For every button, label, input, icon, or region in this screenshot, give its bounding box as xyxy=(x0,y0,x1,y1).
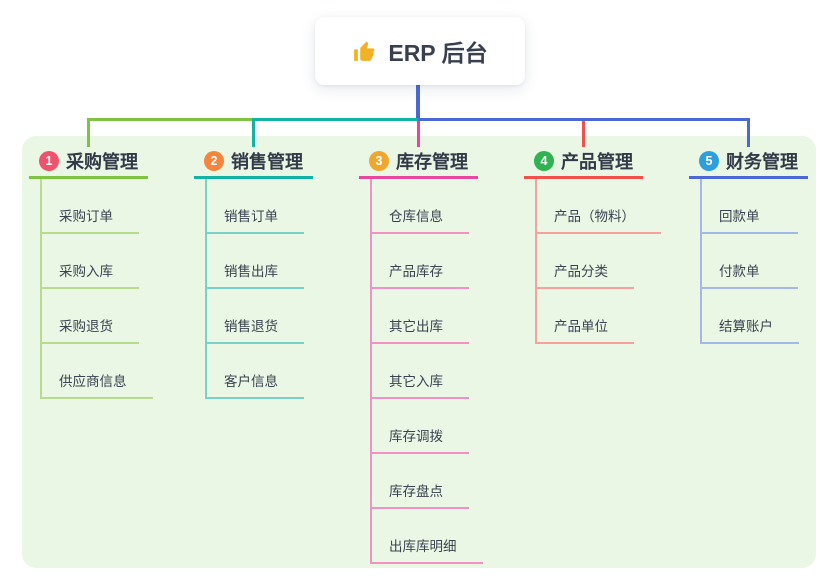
branch-label: 库存管理 xyxy=(396,152,468,172)
branch-drop-line xyxy=(252,118,255,147)
branch-drop-line xyxy=(582,118,585,147)
child-node[interactable]: 产品单位 xyxy=(537,289,634,344)
root-stem-line xyxy=(416,84,420,118)
child-node[interactable]: 库存调拨 xyxy=(372,399,469,454)
child-node[interactable]: 其它入库 xyxy=(372,344,469,399)
branch-产品管理: 4 产品管理 产品（物料）产品分类产品单位 xyxy=(524,146,661,344)
branch-title-node[interactable]: 4 产品管理 xyxy=(524,146,643,179)
branch-label: 采购管理 xyxy=(66,152,138,172)
branch-销售管理: 2 销售管理 销售订单销售出库销售退货客户信息 xyxy=(194,146,313,399)
branch-number-badge: 3 xyxy=(369,151,389,171)
branch-number-badge: 2 xyxy=(204,151,224,171)
branch-number-badge: 5 xyxy=(699,151,719,171)
branch-采购管理: 1 采购管理 采购订单采购入库采购退货供应商信息 xyxy=(29,146,153,399)
child-node[interactable]: 采购订单 xyxy=(42,179,139,234)
child-node[interactable]: 销售退货 xyxy=(207,289,304,344)
branch-title-node[interactable]: 5 财务管理 xyxy=(689,146,808,179)
child-node[interactable]: 销售订单 xyxy=(207,179,304,234)
branches-panel xyxy=(22,136,816,568)
branch-number-badge: 1 xyxy=(39,151,59,171)
branch-label: 产品管理 xyxy=(561,152,633,172)
branch-children: 仓库信息产品库存其它出库其它入库库存调拨库存盘点出库库明细 xyxy=(370,179,483,564)
branch-label: 销售管理 xyxy=(231,152,303,172)
branch-库存管理: 3 库存管理 仓库信息产品库存其它出库其它入库库存调拨库存盘点出库库明细 xyxy=(359,146,483,564)
child-node[interactable]: 出库库明细 xyxy=(372,509,483,564)
branch-children: 采购订单采购入库采购退货供应商信息 xyxy=(40,179,153,399)
child-node[interactable]: 客户信息 xyxy=(207,344,304,399)
child-node[interactable]: 产品库存 xyxy=(372,234,469,289)
thumbs-up-icon xyxy=(352,39,377,64)
bar-segment xyxy=(418,118,750,121)
child-node[interactable]: 库存盘点 xyxy=(372,454,469,509)
branch-title-node[interactable]: 3 库存管理 xyxy=(359,146,478,179)
branch-title-node[interactable]: 1 采购管理 xyxy=(29,146,148,179)
child-node[interactable]: 产品分类 xyxy=(537,234,634,289)
root-node[interactable]: ERP 后台 xyxy=(315,17,525,85)
branch-children: 销售订单销售出库销售退货客户信息 xyxy=(205,179,304,399)
branch-children: 产品（物料）产品分类产品单位 xyxy=(535,179,661,344)
branch-drop-line xyxy=(87,118,90,147)
child-node[interactable]: 仓库信息 xyxy=(372,179,469,234)
child-node[interactable]: 采购退货 xyxy=(42,289,139,344)
child-node[interactable]: 产品（物料） xyxy=(537,179,661,234)
child-node[interactable]: 结算账户 xyxy=(702,289,799,344)
branch-number-badge: 4 xyxy=(534,151,554,171)
root-label: ERP 后台 xyxy=(388,40,488,66)
branch-label: 财务管理 xyxy=(726,152,798,172)
branch-drop-line xyxy=(417,118,420,147)
child-node[interactable]: 付款单 xyxy=(702,234,798,289)
child-node[interactable]: 供应商信息 xyxy=(42,344,153,399)
branch-财务管理: 5 财务管理 回款单付款单结算账户 xyxy=(689,146,808,344)
child-node[interactable]: 销售出库 xyxy=(207,234,304,289)
child-node[interactable]: 其它出库 xyxy=(372,289,469,344)
child-node[interactable]: 采购入库 xyxy=(42,234,139,289)
branch-title-node[interactable]: 2 销售管理 xyxy=(194,146,313,179)
bar-segment xyxy=(252,118,418,121)
branch-drop-line xyxy=(747,118,750,147)
child-node[interactable]: 回款单 xyxy=(702,179,798,234)
bar-segment xyxy=(87,118,252,121)
branch-children: 回款单付款单结算账户 xyxy=(700,179,799,344)
